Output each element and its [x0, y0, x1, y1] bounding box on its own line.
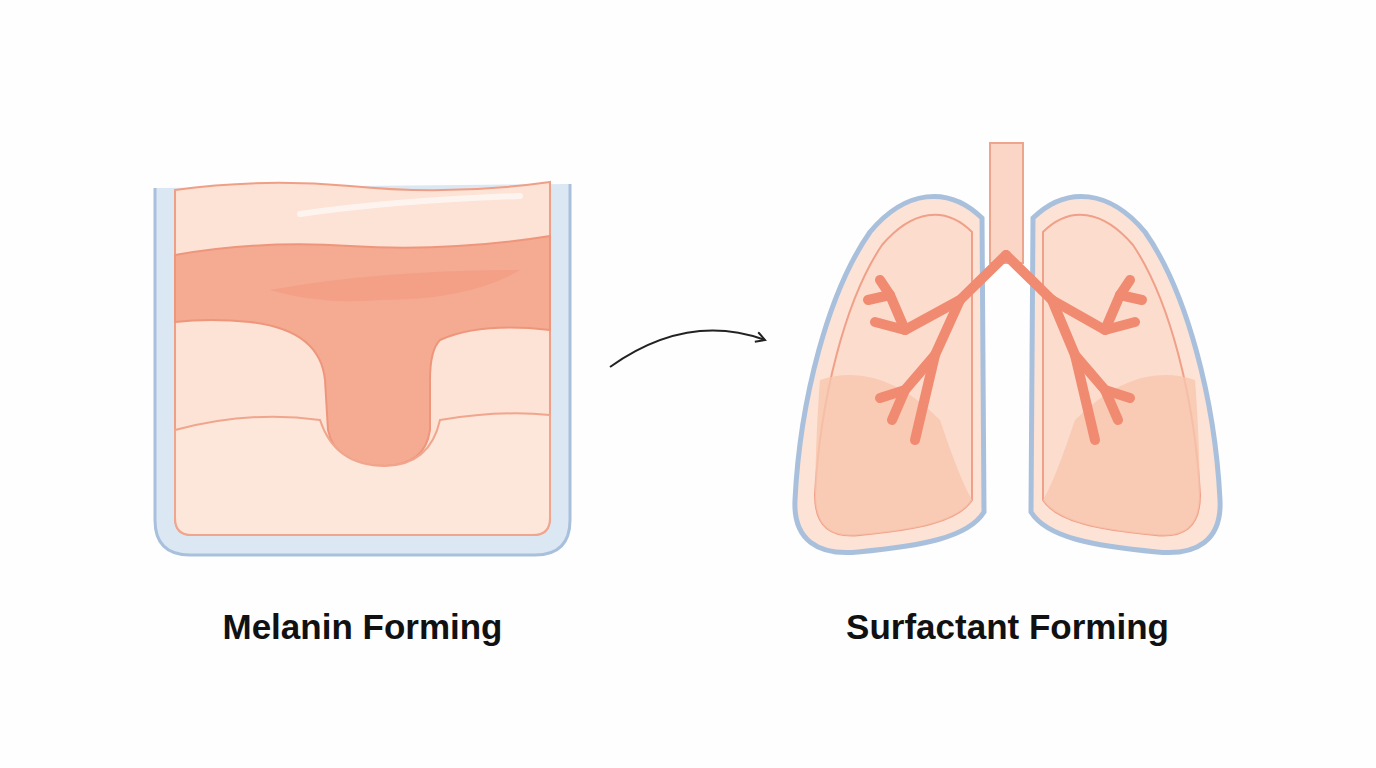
skin-illustration — [155, 182, 570, 555]
lungs-illustration — [795, 143, 1220, 553]
illustration-node: Melanin Forming — [150, 175, 575, 649]
caption-label: Surfactant Forming — [840, 605, 1175, 649]
caption-label: Melanin Forming — [217, 605, 509, 649]
flow-arrow — [610, 331, 765, 367]
illustration-node: Surfactant Forming — [790, 135, 1225, 649]
